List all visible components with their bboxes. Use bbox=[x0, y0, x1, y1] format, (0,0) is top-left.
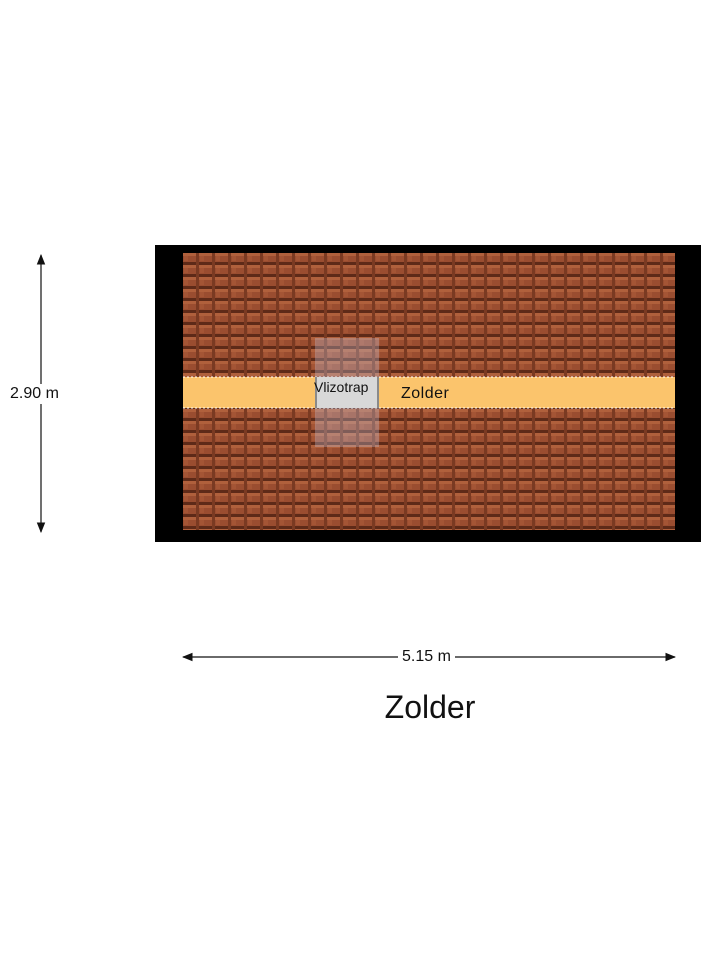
height-dimension-label: 2.90 m bbox=[10, 384, 59, 404]
attic-room-label: Zolder bbox=[401, 385, 450, 402]
hatch-ladder bbox=[315, 377, 379, 408]
width-dimension-label: 5.15 m bbox=[398, 647, 455, 667]
attic-floor-strip bbox=[183, 377, 675, 408]
floor-title: Zolder bbox=[384, 689, 476, 725]
hatch-label: Vlizotrap bbox=[314, 379, 369, 395]
